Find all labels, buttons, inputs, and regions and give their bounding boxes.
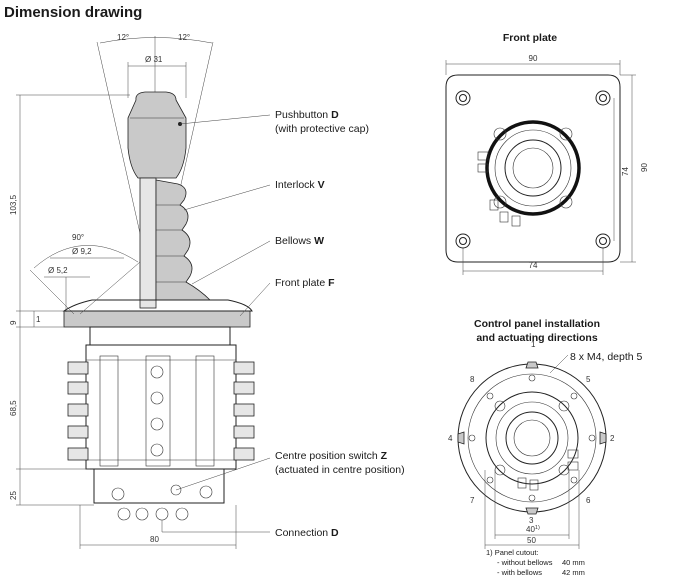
direction-8: 8	[470, 375, 475, 384]
installation-title-1: Control panel installation	[474, 318, 600, 330]
front-plate-dim-right: 90	[640, 163, 649, 172]
footnote-line3: - with bellows	[497, 568, 542, 577]
direction-4: 4	[448, 434, 453, 443]
angle-left-label: 12°	[117, 33, 129, 42]
screws-label: 8 x M4, depth 5	[570, 351, 643, 363]
pushbutton-shape	[127, 91, 187, 179]
pushbutton-sub-label: (with protective cap)	[275, 123, 369, 135]
direction-3: 3	[529, 516, 534, 525]
installation-title-2: and actuating directions	[476, 332, 598, 344]
drawing-title: Dimension drawing	[4, 4, 142, 21]
front-plate-view: Front plate 90 90 74	[445, 32, 649, 275]
direction-5: 5	[586, 375, 591, 384]
front-plate-dim-bottom: 74	[529, 261, 538, 270]
footnote-line3-value: 42 mm	[562, 568, 585, 577]
dia-5-2-label: Ø 5,2	[48, 266, 68, 275]
centre-switch-sub-label: (actuated in centre position)	[275, 464, 405, 476]
connection-label: Connection D	[275, 527, 339, 539]
angle-90-label: 90°	[72, 233, 84, 242]
footnote-line2: - without bellows	[497, 558, 553, 567]
direction-1: 1	[531, 340, 536, 349]
bellows-label: Bellows W	[275, 235, 324, 247]
pushbutton-label: Pushbutton D	[275, 109, 339, 121]
installation-view: Control panel installation and actuating…	[448, 318, 643, 577]
callouts: Pushbutton D (with protective cap) Inter…	[275, 109, 405, 539]
front-plate-title: Front plate	[503, 32, 557, 44]
interlock-label: Interlock V	[275, 179, 325, 191]
footnote-line1: 1) Panel cutout:	[486, 548, 539, 557]
front-plate-shape	[63, 310, 251, 328]
dim-68-5-label: 68,5	[9, 400, 18, 416]
direction-6: 6	[586, 496, 591, 505]
footnote-line2-value: 40 mm	[562, 558, 585, 567]
dim-25-label: 25	[9, 491, 18, 500]
front-plate-dim-top: 90	[529, 54, 538, 63]
bellows-shape	[155, 179, 211, 301]
dia-31-label: Ø 31	[145, 55, 163, 64]
dim-1-label: 1	[36, 315, 41, 324]
angle-right-label: 12°	[178, 33, 190, 42]
direction-numbers: 1 2 3 4 5 6 7 8	[448, 340, 615, 525]
front-plate-dim-inner: 74	[621, 167, 630, 176]
leader-lines	[161, 114, 271, 533]
dim-50-label: 50	[527, 536, 536, 545]
dim-103-5-label: 103,5	[9, 194, 18, 215]
front-plate-label: Front plate F	[275, 277, 335, 289]
centre-switch-label: Centre position switch Z	[275, 450, 388, 462]
side-view: 12° 12° Ø 31	[9, 33, 255, 549]
dim-9-label: 9	[9, 320, 18, 325]
dia-9-2-label: Ø 9,2	[72, 247, 92, 256]
dim-40-label: 401)	[526, 525, 540, 534]
direction-2: 2	[610, 434, 615, 443]
dim-80-label: 80	[150, 535, 159, 544]
direction-7: 7	[470, 496, 475, 505]
